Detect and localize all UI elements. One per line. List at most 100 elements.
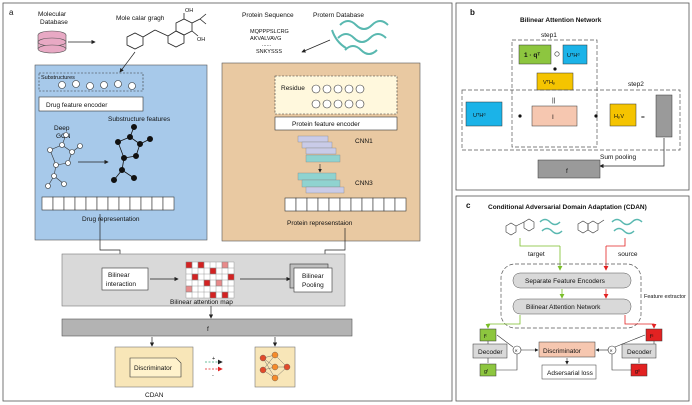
panel-b: b Bilinear Attention Network step1 1 · q…	[455, 2, 690, 191]
panel-b-label: b	[470, 8, 475, 17]
tensor-left-x: ×	[515, 349, 518, 355]
feature-f-bar	[61, 318, 353, 337]
bilinear-attention-map-label: Bilinear attention map	[170, 299, 233, 306]
attention-i-box	[531, 105, 578, 127]
feature-f-label: f	[207, 326, 209, 333]
ban-box	[512, 298, 632, 315]
right-v-box	[609, 103, 637, 127]
drug-feature-encoder-box	[38, 96, 144, 112]
right-v-label: HₚV	[614, 114, 624, 120]
discriminator-box	[129, 357, 182, 378]
adversarial-loss-label: Adsersarial loss	[547, 370, 594, 377]
panel-c-title: Conditional Adversarial Domain Adaptatio…	[488, 204, 647, 211]
molecular-database-line1: Molecular	[38, 11, 67, 18]
cnn3-stack	[297, 172, 345, 194]
result-column	[655, 94, 673, 138]
sequence-line-1: MQPPPSLCRG	[250, 29, 289, 35]
substructures-box	[38, 72, 144, 92]
step1-box	[511, 39, 598, 148]
cdan-label: CDAN	[145, 392, 164, 399]
fs-label: fˢ	[650, 334, 654, 340]
panel-b-title: Bilinear Attention Network	[520, 17, 602, 24]
step2-box	[461, 89, 681, 151]
discriminator-label: Discriminator	[134, 365, 173, 372]
equals-label: ||	[552, 97, 556, 104]
bilinear-interaction-box	[101, 267, 149, 291]
deep-gcn-line1: Deep	[54, 125, 70, 132]
discriminator-c-box	[538, 341, 596, 358]
dot-left-icon	[518, 114, 522, 118]
discriminator-c-label: Discriminator	[543, 348, 582, 355]
source-label: source	[618, 251, 638, 258]
sequence-line-4: SNKYSSS	[256, 49, 282, 55]
separate-encoders-label: Separate Feature Encoders	[525, 278, 606, 285]
dot-right-icon	[594, 114, 598, 118]
source-protein-icon	[611, 218, 643, 235]
protein-representation-label: Protein represenstaion	[287, 220, 353, 227]
feature-extractor-label: Feature extractor	[644, 294, 686, 300]
oh-top-label: OH	[185, 8, 193, 14]
molecular-graph-white	[45, 132, 83, 189]
dot-icon	[553, 67, 557, 71]
cnn3-label: CNN3	[355, 180, 373, 187]
left-u-box	[465, 101, 503, 127]
bilinear-attention-map	[185, 261, 235, 299]
fs-box	[645, 328, 663, 342]
separate-encoders-box	[512, 272, 632, 289]
uh-box	[562, 44, 588, 65]
one-minus-q-label: 1 · qᵀ	[524, 52, 540, 59]
gs-label: gˢ	[635, 369, 640, 375]
feature-extractor-box	[500, 263, 642, 329]
step2-label: step2	[628, 81, 644, 88]
substructures-label: Substructures	[41, 75, 75, 81]
gt-label: gᵗ	[484, 368, 489, 375]
attention-i-label: I	[552, 114, 554, 121]
molecular-database-line2: Database	[40, 19, 68, 26]
residue-label: Residue	[281, 85, 305, 92]
f-box-label: f	[566, 168, 568, 175]
drug-representation-bar	[41, 196, 175, 211]
database-cylinder-icon	[37, 30, 67, 54]
source-molecule-icon	[577, 219, 605, 234]
panel-c-label: c	[466, 201, 471, 210]
deep-gcn-line2: GCN	[56, 133, 71, 140]
hadamard-icon	[554, 51, 560, 57]
residue-box	[274, 75, 398, 115]
sequence-line-3: ......	[262, 42, 272, 48]
substructure-nodes	[58, 80, 136, 90]
molecular-graph-black	[111, 124, 153, 183]
target-molecule-icon	[505, 218, 535, 236]
protein-representation-bar	[284, 197, 407, 212]
decoder-left-box[interactable]	[472, 343, 508, 359]
sum-pooling-label: Sum pooling	[600, 154, 637, 161]
cnn1-stack	[297, 135, 341, 163]
panel-c: c Conditional Adversarial Domain Adaptat…	[455, 195, 690, 402]
target-label: target	[528, 251, 545, 258]
minus-sign: -	[212, 373, 214, 379]
equal-sign: =	[641, 114, 645, 121]
plus-sign: +	[212, 356, 215, 362]
bilinear-pooling-line1: Bilinear	[302, 273, 325, 280]
decoder-left-label: Decoder	[478, 349, 503, 356]
protein-database-label: Protern Database	[313, 12, 364, 19]
neural-network-icon	[259, 351, 291, 382]
bilinear-interaction-line2: interaction	[106, 281, 136, 288]
mole-graph-label: Mole calar gragh	[116, 15, 165, 22]
protein-sequence-label: Protein Sequence	[242, 12, 294, 19]
left-u-label: UᵀHᵈ	[473, 112, 485, 119]
one-minus-q-box	[518, 44, 552, 65]
tensor-right-x: ×	[610, 349, 613, 355]
drug-feature-encoder-label: Drug feature encoder	[46, 102, 108, 109]
uh-label: UᵀHᵈ	[567, 52, 579, 59]
protein-feature-encoder-label: Protein feature encoder	[292, 121, 361, 128]
target-protein-icon	[539, 218, 563, 235]
sequence-line-2: AKVALVAVG	[250, 36, 281, 42]
protein-feature-encoder-box	[274, 116, 398, 131]
residue-nodes	[311, 84, 365, 109]
cnn1-label: CNN1	[355, 138, 373, 145]
vt-hp-label: VᵀHₚ	[543, 79, 556, 86]
bilinear-pooling-line2: Pooling	[302, 282, 324, 289]
panel-a: a Molecular Database OH OH Mole	[2, 2, 453, 402]
f-box	[537, 159, 601, 179]
